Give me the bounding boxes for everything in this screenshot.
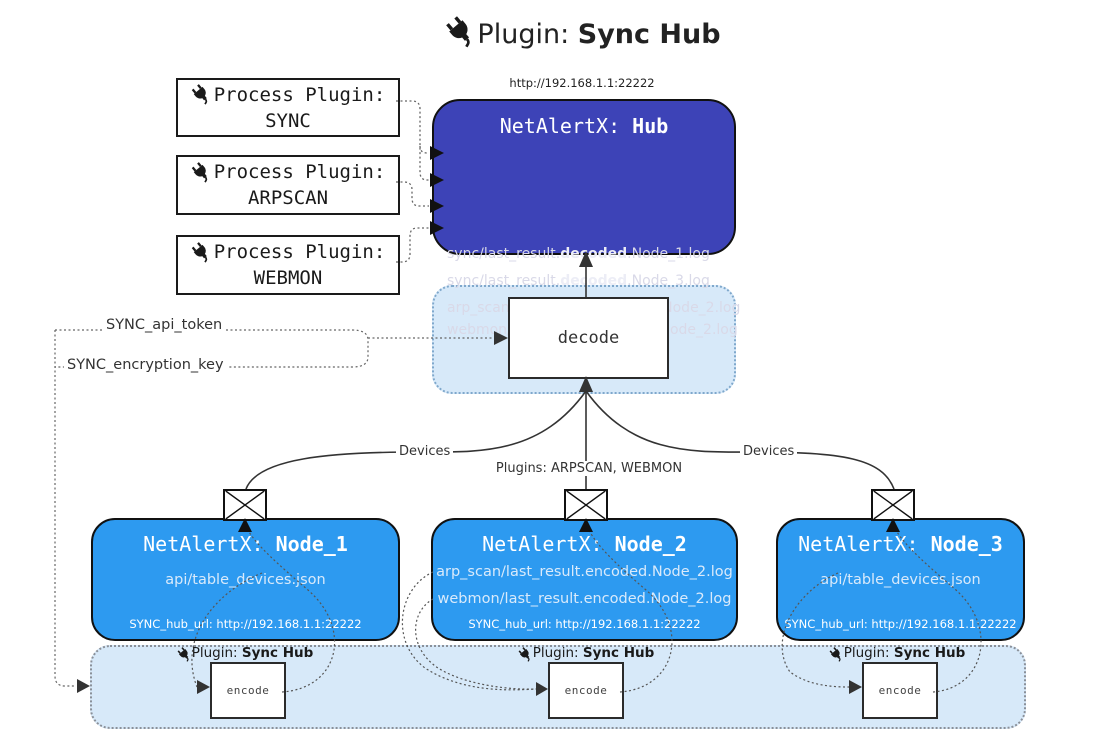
envelope-icon <box>223 489 267 521</box>
plug-icon <box>177 647 192 662</box>
band-plugin-label: Plugin: Sync Hub <box>827 645 967 662</box>
encode-label: encode <box>564 684 608 697</box>
edge-label-devices-left: Devices <box>396 444 454 459</box>
process-plugin-label: Process Plugin: <box>213 83 386 106</box>
node-content-line: webmon/last_result.encoded.Node_2.log <box>437 591 732 607</box>
node-title: NetAlertX: Node_1 <box>143 532 348 556</box>
title-prefix: Plugin: <box>477 19 578 50</box>
title-bold: Sync Hub <box>577 19 721 50</box>
encode-box: encode <box>862 662 938 719</box>
node-2-box: NetAlertX: Node_2 arp_scan/last_result.e… <box>431 518 738 641</box>
process-plugin-name: SYNC <box>265 109 311 132</box>
process-plugin-name: WEBMON <box>253 267 323 289</box>
plug-icon <box>518 647 533 662</box>
node-hub-url: SYNC_hub_url: http://192.168.1.1:22222 <box>784 617 1017 631</box>
sync-api-token-label: SYNC_api_token <box>103 317 226 333</box>
edge-plugins-to-hub <box>396 100 429 263</box>
hub-log-line: sync/last_result.decoded.Node_3.log <box>447 273 710 289</box>
hub-box: NetAlertX: Hub sync/last_result.decoded.… <box>432 99 740 338</box>
band-plugin-label: Plugin: Sync Hub <box>175 645 315 662</box>
encode-label: encode <box>878 684 922 697</box>
node-3-box: NetAlertX: Node_3 api/table_devices.json… <box>776 518 1025 641</box>
node-content-line: api/table_devices.json <box>820 572 981 588</box>
process-plugin-label: Process Plugin: <box>213 161 386 183</box>
envelope-icon <box>564 489 608 521</box>
node-hub-url: SYNC_hub_url: http://192.168.1.1:22222 <box>468 617 701 631</box>
node-content-line: api/table_devices.json <box>165 572 326 588</box>
process-plugin-arpscan-box: Process Plugin: ARPSCAN <box>176 155 400 215</box>
hub-title: NetAlertX: Hub <box>434 114 734 138</box>
plug-icon <box>191 161 212 183</box>
decode-label: decode <box>557 328 620 348</box>
node-hub-url: SYNC_hub_url: http://192.168.1.1:22222 <box>129 617 362 631</box>
edge-label-plugins: Plugins: ARPSCAN, WEBMON <box>486 461 692 476</box>
band-plugin-label: Plugin: Sync Hub <box>516 645 656 662</box>
encode-box: encode <box>548 662 624 719</box>
hub-title-bold: Hub <box>632 114 669 138</box>
plug-icon <box>445 16 477 48</box>
node-title: NetAlertX: Node_2 <box>482 532 687 556</box>
hub-title-prefix: NetAlertX: <box>499 114 633 138</box>
plug-icon <box>191 241 212 263</box>
plug-icon <box>191 84 212 105</box>
envelope-icon <box>871 489 915 521</box>
edge-label-devices-right: Devices <box>740 444 798 459</box>
page-title: Plugin: Sync Hub <box>363 16 803 50</box>
hub-log-line: sync/last_result.decoded.Node_1.log <box>447 246 710 262</box>
node-content-line: arp_scan/last_result.encoded.Node_2.log <box>436 564 733 580</box>
node-title: NetAlertX: Node_3 <box>798 532 1003 556</box>
hub-url-label: http://192.168.1.1:22222 <box>509 76 655 90</box>
process-plugin-sync-box: Process Plugin: SYNC <box>176 78 400 137</box>
encode-box: encode <box>210 662 286 719</box>
process-plugin-webmon-box: Process Plugin: WEBMON <box>176 235 400 295</box>
process-plugin-name: ARPSCAN <box>247 187 329 209</box>
encode-label: encode <box>226 684 270 697</box>
plug-icon <box>829 647 844 662</box>
process-plugin-label: Process Plugin: <box>213 241 386 263</box>
sync-encryption-key-label: SYNC_encryption_key <box>64 357 227 373</box>
node-1-box: NetAlertX: Node_1 api/table_devices.json… <box>91 518 400 641</box>
decode-box: decode <box>508 297 669 379</box>
